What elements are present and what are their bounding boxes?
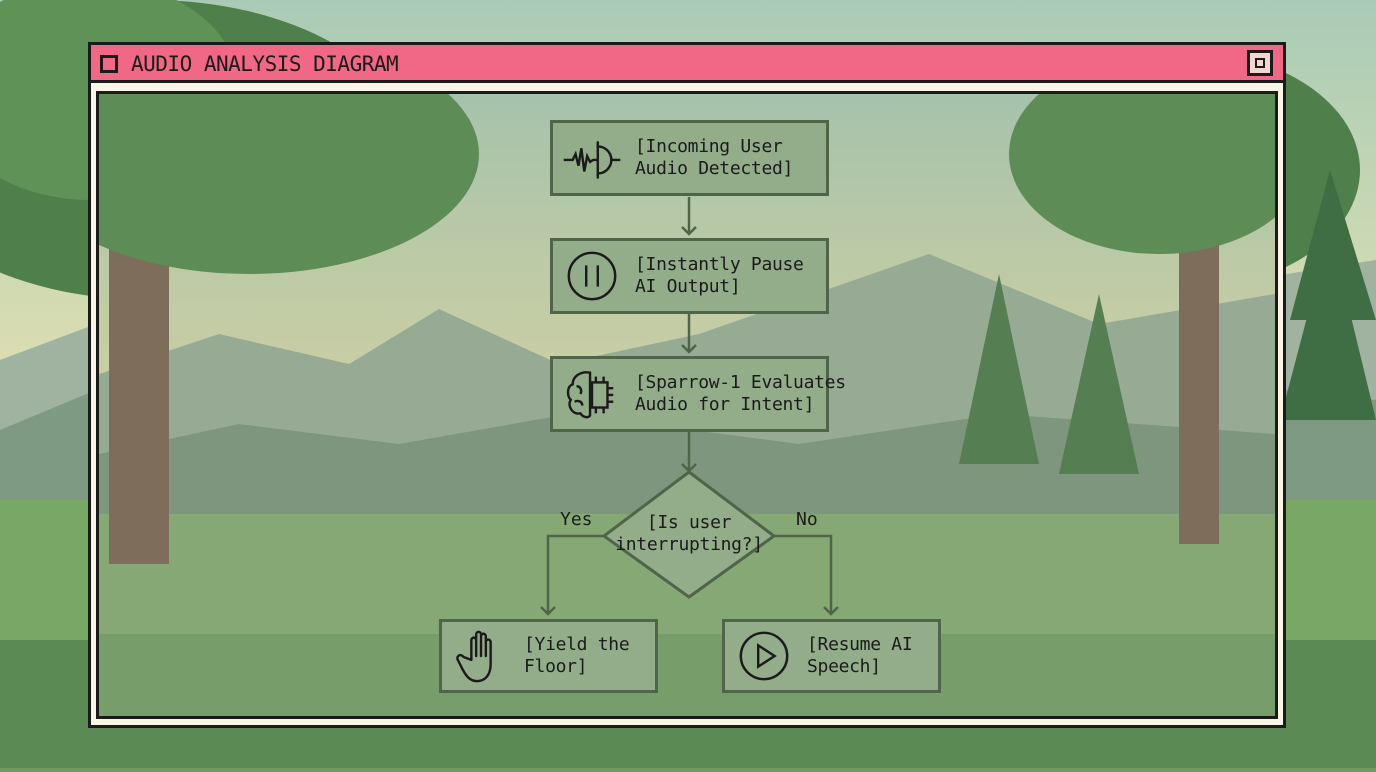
brain-chip-icon [563, 365, 621, 423]
decision-label: [Is user interrupting?] [614, 512, 764, 556]
window-menu-icon[interactable] [100, 55, 118, 73]
diagram-canvas: [Incoming User Audio Detected] [Instantl… [96, 91, 1278, 719]
maximize-button[interactable] [1247, 50, 1273, 76]
node-yield-floor: [Yield the Floor] [439, 619, 658, 693]
node-evaluate-intent: [Sparrow-1 Evaluates Audio for Intent] [550, 356, 829, 432]
waveform-icon [563, 129, 621, 187]
pause-icon [563, 247, 621, 305]
node-label: [Yield the Floor] [524, 634, 649, 678]
node-label: [Incoming User Audio Detected] [635, 136, 820, 180]
node-label: [Sparrow-1 Evaluates Audio for Intent] [635, 372, 820, 416]
window-title: AUDIO ANALYSIS DIAGRAM [131, 52, 398, 76]
maximize-icon [1255, 58, 1265, 68]
branch-yes-label: Yes [560, 509, 593, 530]
diagram-window: AUDIO ANALYSIS DIAGRAM [88, 42, 1286, 728]
play-icon [735, 627, 793, 685]
node-label: [Instantly Pause AI Output] [635, 254, 820, 298]
node-label: [Resume AI Speech] [807, 634, 932, 678]
title-bar: AUDIO ANALYSIS DIAGRAM [91, 45, 1283, 83]
branch-no-label: No [796, 509, 818, 530]
node-incoming-audio: [Incoming User Audio Detected] [550, 120, 829, 196]
node-pause-output: [Instantly Pause AI Output] [550, 238, 829, 314]
node-resume-speech: [Resume AI Speech] [722, 619, 941, 693]
hand-icon [452, 627, 510, 685]
